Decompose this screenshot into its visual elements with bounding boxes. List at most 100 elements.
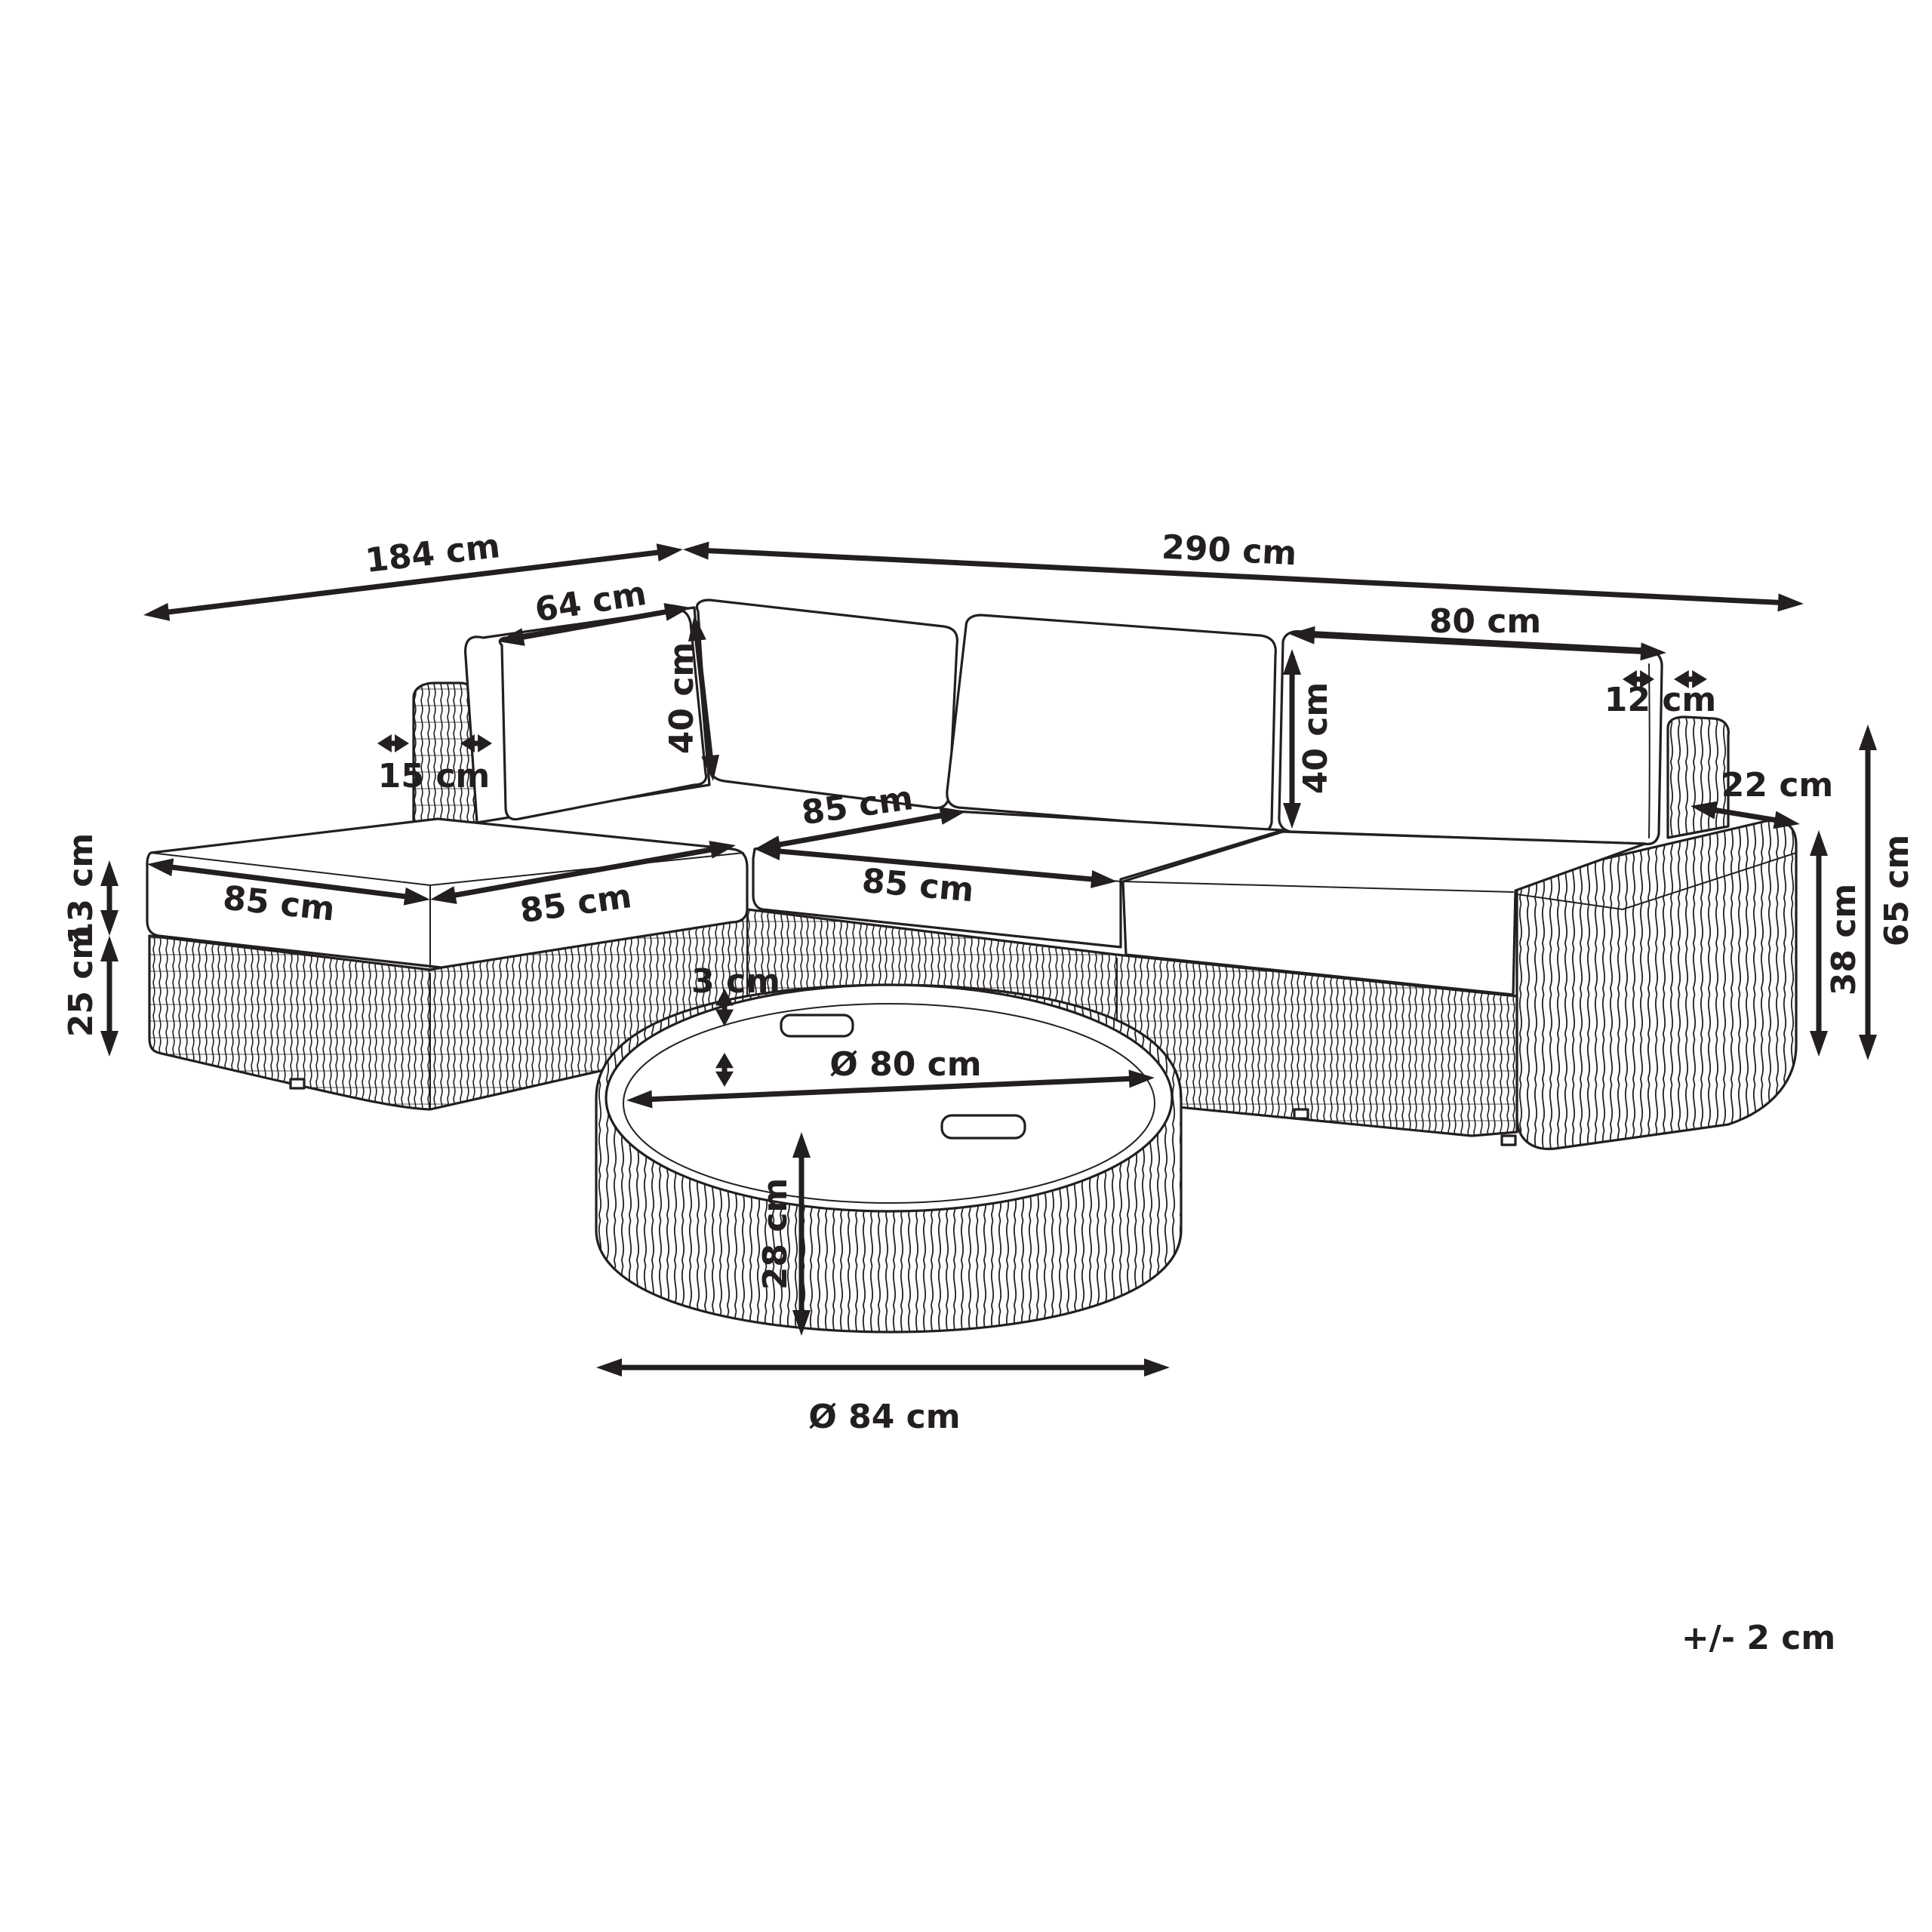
arrowhead-end — [715, 1053, 734, 1069]
dim-line-40-left — [688, 615, 720, 781]
arrowhead-end — [1640, 642, 1666, 661]
arrowhead-start — [1283, 649, 1301, 675]
label-12: 12 cm — [1604, 681, 1716, 719]
label-3: 3 cm — [691, 962, 780, 1001]
dimension-line — [703, 547, 1784, 606]
table-handle-front — [940, 1114, 1026, 1140]
arrowhead-start — [1859, 724, 1877, 750]
label-28: 28 cm — [756, 1178, 795, 1290]
arrowhead-start — [430, 886, 457, 904]
dimension-line — [774, 812, 946, 848]
arrowhead-start — [792, 1132, 811, 1158]
arrowhead-start — [100, 860, 118, 886]
arrowhead-start — [1289, 626, 1315, 645]
arrowhead-start — [1692, 670, 1707, 688]
back-cushion-2 — [695, 598, 959, 810]
arrowhead-end — [100, 910, 118, 936]
arrowhead-end — [656, 543, 683, 562]
dimension-line — [694, 635, 714, 761]
dim-line-85-middle-width — [755, 842, 1117, 888]
dim-line-28 — [792, 1132, 811, 1336]
table-top — [605, 983, 1174, 1213]
arrowhead-start — [715, 1071, 734, 1087]
arrowhead-start — [755, 842, 781, 860]
left-armrest — [412, 681, 478, 824]
tolerance-note: +/- 2 cm — [1681, 1619, 1835, 1657]
arrowhead-end — [100, 1031, 118, 1057]
label-65: 65 cm — [1878, 835, 1916, 946]
dim-line-38 — [1810, 830, 1828, 1057]
arrowhead-start — [626, 1090, 653, 1109]
label-290: 290 cm — [1161, 528, 1297, 574]
dim-line-84-diameter — [596, 1358, 1170, 1377]
dim-line-13 — [100, 860, 118, 936]
arrowhead-start — [683, 541, 709, 560]
dimension-line — [774, 848, 1097, 883]
dim-line-15-a — [377, 734, 409, 752]
arrowhead-start — [1810, 830, 1828, 856]
dim-line-85-chaise-width — [147, 858, 430, 906]
label-80: 80 cm — [1429, 602, 1541, 641]
arrowhead-end — [460, 734, 475, 752]
arrowhead-start — [100, 936, 118, 961]
dim-line-64 — [498, 603, 691, 646]
arrowhead-end — [792, 1310, 811, 1336]
dim-line-80 — [1289, 626, 1666, 661]
arrowhead-end — [395, 734, 409, 752]
label-84-diameter: Ø 84 cm — [808, 1398, 960, 1436]
arrowhead-end — [1810, 1031, 1828, 1057]
label-13: 13 cm — [62, 833, 100, 945]
dim-line-22 — [1690, 801, 1800, 829]
dim-line-3-b — [715, 1053, 734, 1087]
dimension-line — [647, 1075, 1134, 1103]
right-seat-cushion — [1121, 830, 1647, 996]
label-40-left: 40 cm — [663, 642, 701, 754]
right-armrest — [1666, 715, 1730, 839]
arrowhead-end — [1777, 593, 1804, 612]
arrowhead-start — [596, 1358, 622, 1377]
dimension-line — [450, 846, 716, 899]
arrowhead-end — [709, 841, 736, 859]
arrowhead-end — [403, 887, 430, 906]
arrowhead-end — [715, 1009, 734, 1026]
dim-line-15-b — [460, 734, 492, 752]
dim-line-65 — [1859, 724, 1877, 1060]
coffee-table-drawing — [595, 983, 1183, 1334]
dim-line-80-diameter — [626, 1069, 1155, 1109]
label-80-diameter: Ø 80 cm — [829, 1045, 981, 1084]
label-40-right: 40 cm — [1297, 682, 1335, 794]
back-cushion-1-front — [498, 608, 708, 821]
back-cushion-4 — [1278, 629, 1663, 846]
dimension-line — [1309, 632, 1647, 655]
dimension-line — [1710, 806, 1780, 824]
dim-line-85-chaise-length — [430, 841, 736, 904]
arrowhead-start — [1690, 801, 1718, 820]
arrowhead-end — [1091, 870, 1117, 888]
table-handle-back — [780, 1014, 854, 1038]
dim-line-25 — [100, 936, 118, 1057]
dim-line-3-a — [715, 989, 734, 1026]
arrowhead-end — [1283, 803, 1301, 829]
dim-line-12-a — [1623, 670, 1654, 688]
dim-line-40-right — [1283, 649, 1301, 829]
arrowhead-end — [1674, 670, 1689, 688]
label-22: 22 cm — [1721, 766, 1833, 804]
arrowhead-start — [377, 734, 392, 752]
label-38: 38 cm — [1825, 884, 1863, 995]
middle-seat-cushion — [752, 810, 1284, 949]
arrowhead-end — [1128, 1069, 1155, 1088]
arrowhead-start — [1623, 670, 1637, 688]
arrowhead-end — [1640, 670, 1654, 688]
arrowhead-end — [939, 807, 966, 825]
dim-line-12-b — [1674, 670, 1707, 688]
dim-line-184 — [143, 543, 683, 621]
dimension-line — [518, 608, 671, 641]
dim-line-290 — [683, 541, 1804, 612]
arrowhead-start — [715, 989, 734, 1006]
arrowhead-end — [1144, 1358, 1170, 1377]
arrowhead-end — [701, 754, 720, 781]
label-25: 25 cm — [62, 925, 100, 1037]
back-cushion-3 — [946, 614, 1277, 834]
arrowhead-start — [478, 734, 492, 752]
label-15: 15 cm — [378, 757, 490, 795]
